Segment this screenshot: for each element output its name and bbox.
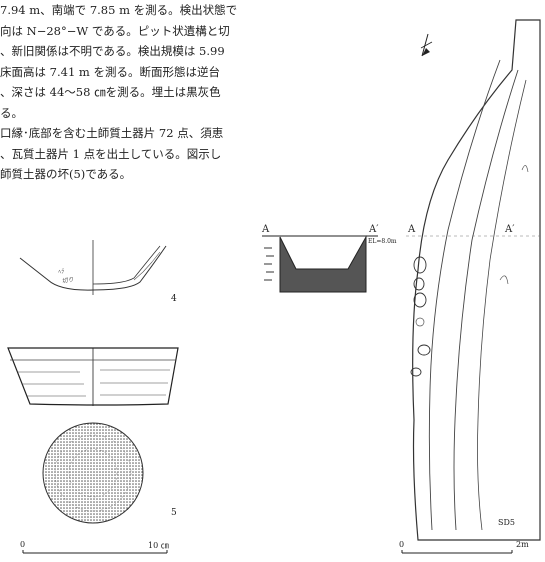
text-line: 師質土器の坏(5)である。 <box>0 167 132 181</box>
text-line: 口縁･底部を含む土師質土器片 72 点、須恵 <box>0 126 224 140</box>
pot5-number: 5 <box>171 508 177 518</box>
svg-text:切り: 切り <box>61 276 74 285</box>
section-label-a: A <box>262 224 270 235</box>
text-line: る。 <box>0 105 23 120</box>
plan-scale-end: 2m <box>516 540 529 549</box>
text-line: 7.94 m、南端で 7.85 m を測る。検出状態で <box>0 3 238 17</box>
plan-scale-zero: 0 <box>399 540 405 549</box>
plan-label-a-prime: A′ <box>505 224 515 235</box>
pot-scale-zero: 0 <box>20 540 26 549</box>
text-line: 、新旧関係は不明である。検出規模は 5.99 <box>0 44 225 58</box>
text-line: 、瓦質土器片 1 点を出土している。図示し <box>0 146 222 161</box>
pot-scale-end: 10 ㎝ <box>148 541 169 550</box>
feature-label: SD5 <box>498 518 515 527</box>
elevation-label: EL=8.0m <box>368 238 397 245</box>
text-line: 、深さは 44〜58 ㎝を測る。埋土は黒灰色 <box>0 85 221 99</box>
text-line: 向は N−28°−W である。ピット状遺構と切 <box>0 23 230 38</box>
text-line: 床面高は 7.41 m を測る。断面形態は逆台 <box>0 64 220 79</box>
report-text: 7.94 m、南端で 7.85 m を測る。検出状態で 向は N−28°−W で… <box>0 0 262 185</box>
pot4-number: 4 <box>171 294 177 304</box>
plan-label-a: A <box>408 224 416 235</box>
section-label-a-prime: A′ <box>369 224 379 235</box>
svg-text:ﾍﾗ: ﾍﾗ <box>57 268 65 276</box>
